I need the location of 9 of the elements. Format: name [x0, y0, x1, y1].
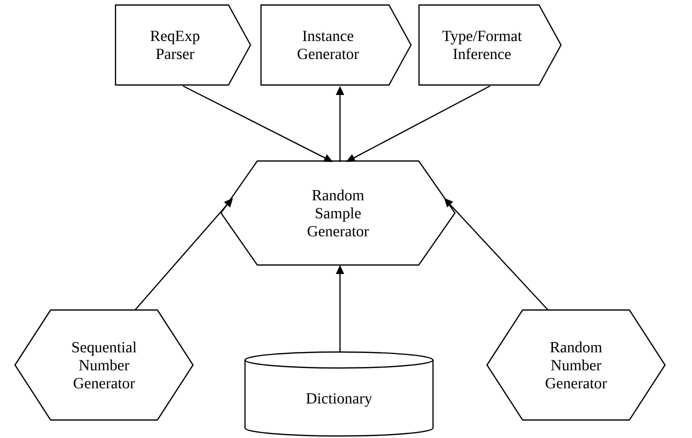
- process-arrow-box: ReqExp Parser: [114, 4, 252, 86]
- process-arrow-box: Instance Generator: [260, 4, 412, 86]
- database-cylinder: Dictionary: [244, 351, 434, 437]
- process-arrow-box: Type/Format Inference: [418, 4, 562, 86]
- process-hexagon: Random Number Generator: [486, 309, 666, 421]
- process-hexagon: Sequential Number Generator: [14, 309, 194, 421]
- process-hexagon: Random Sample Generator: [220, 160, 456, 266]
- arrow: [444, 198, 548, 310]
- node-label: Dictionary: [306, 393, 372, 407]
